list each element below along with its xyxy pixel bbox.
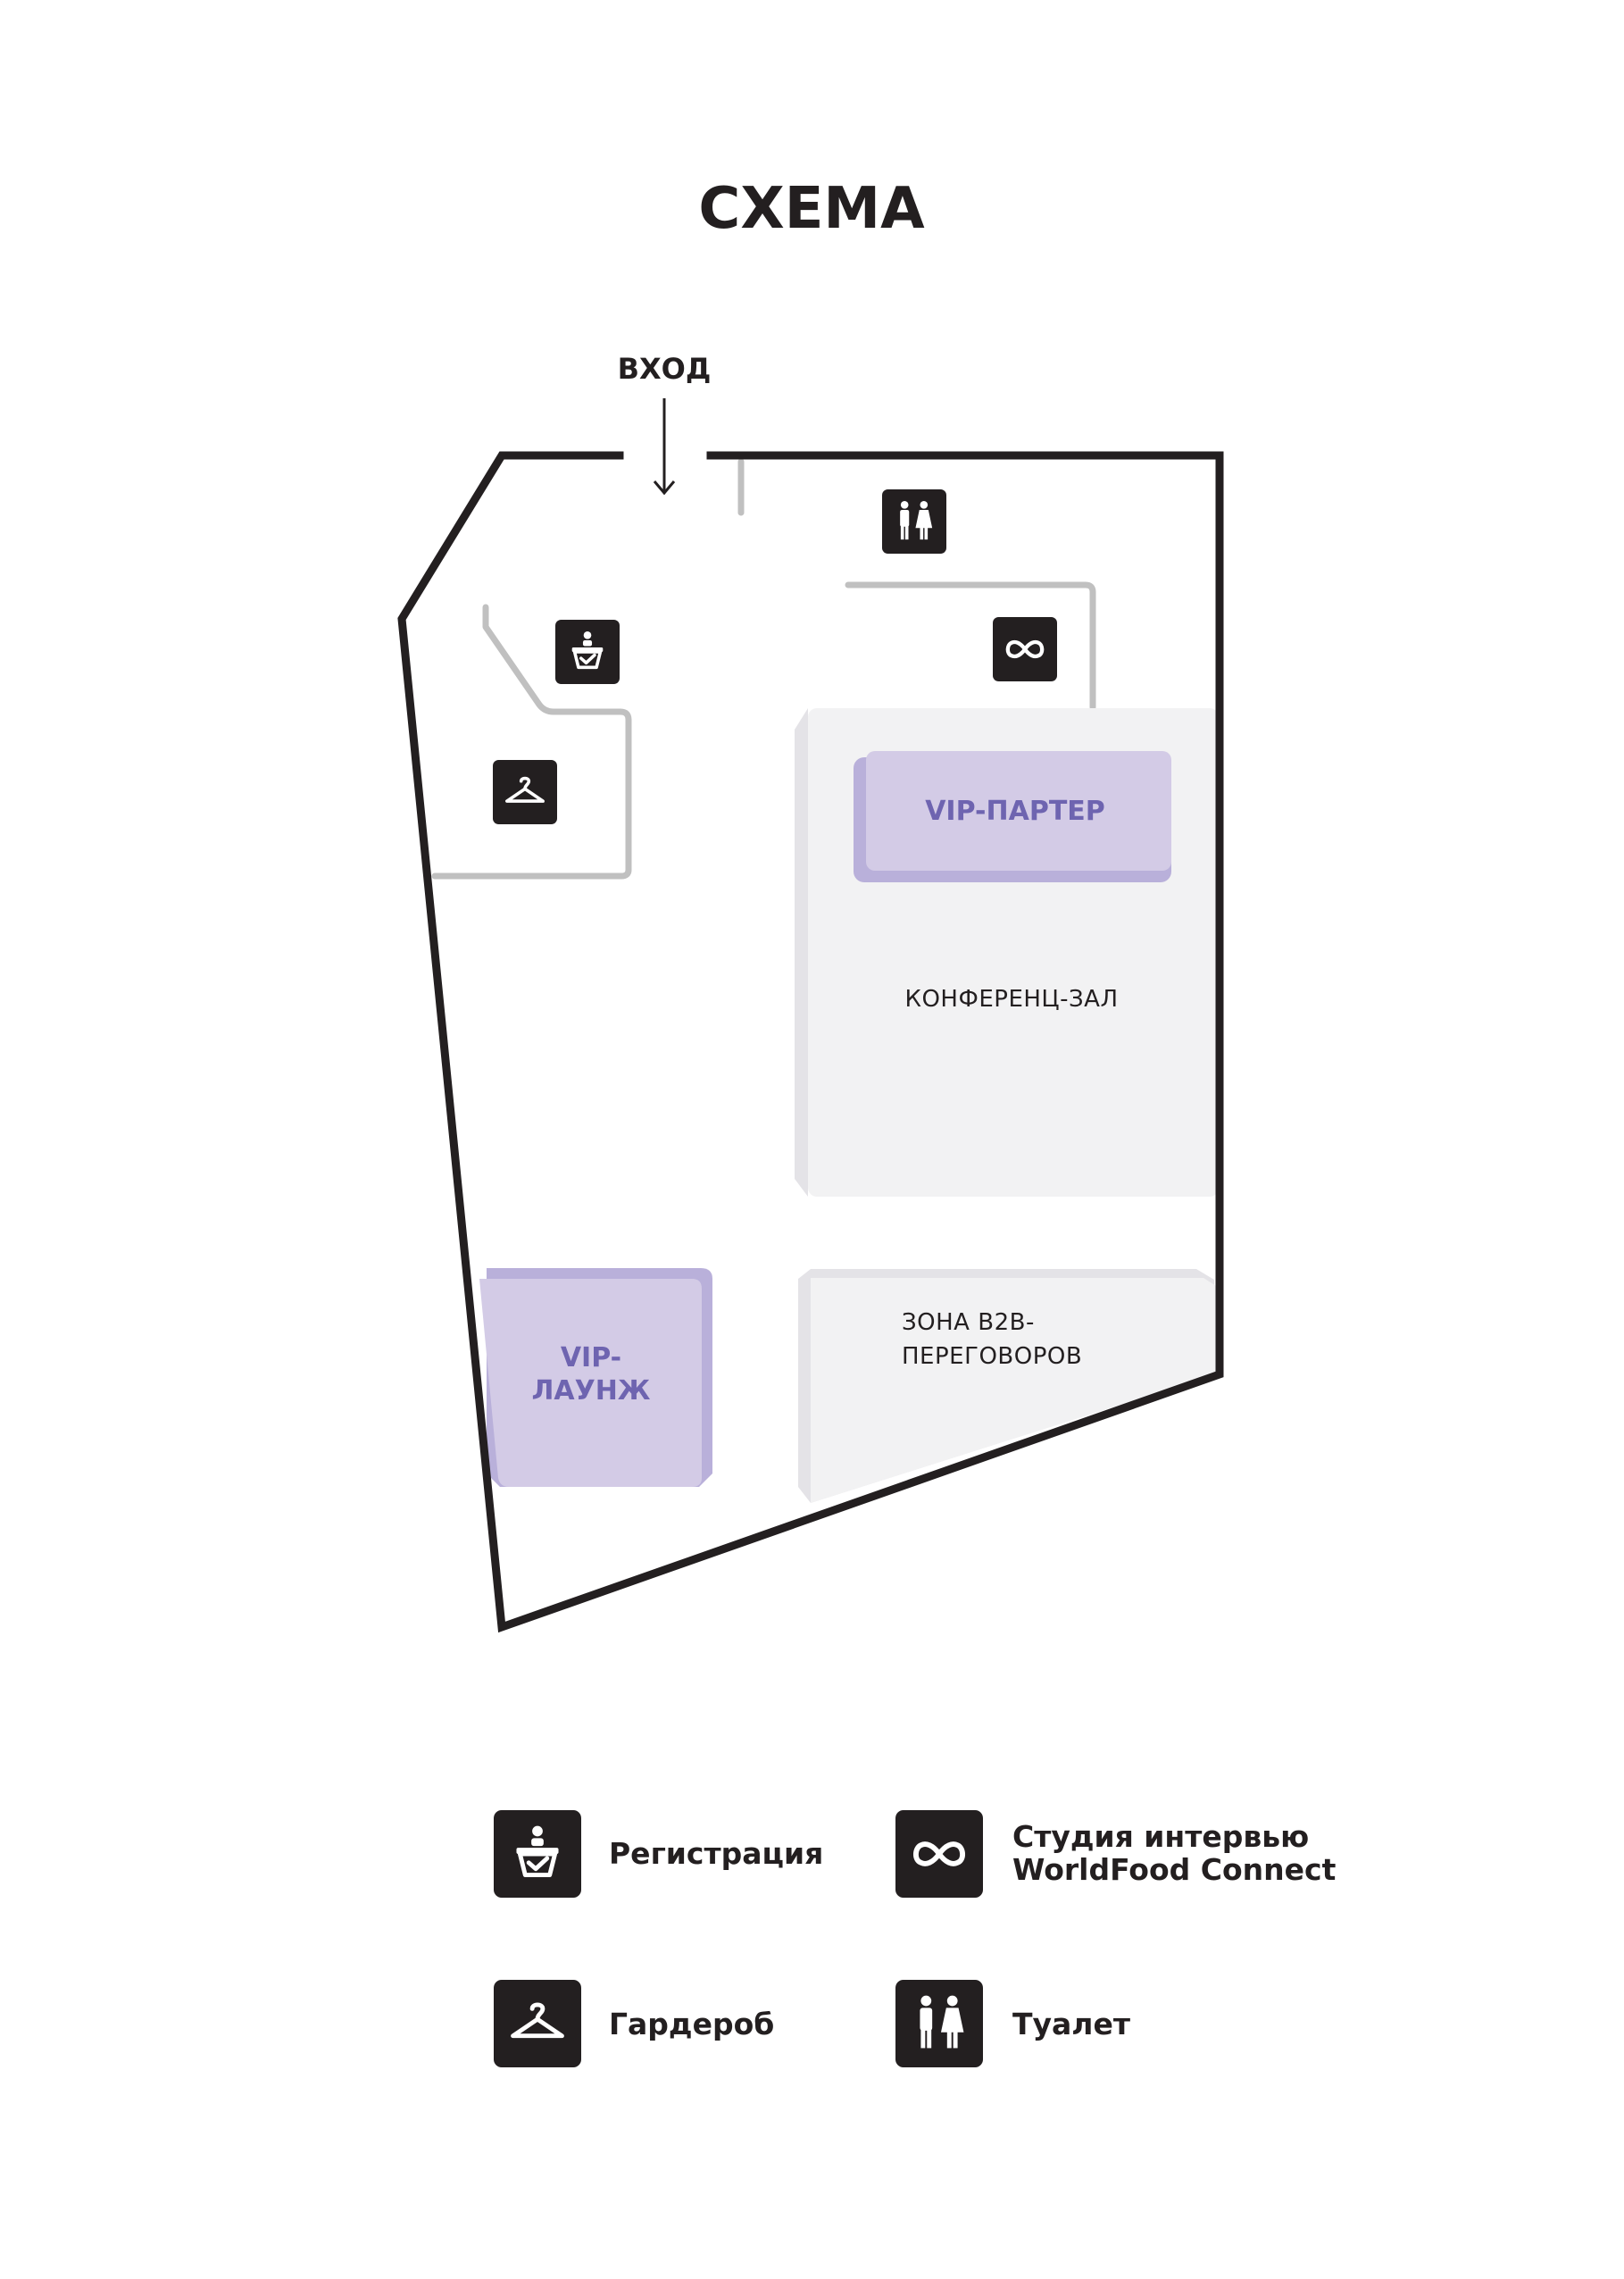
conference-hall-label: КОНФЕРЕНЦ-ЗАЛ	[904, 986, 1118, 1013]
partitions	[431, 458, 1096, 880]
legend-restroom-icon	[895, 1980, 983, 2067]
legend-registration-label: Регистрация	[609, 1836, 823, 1871]
vip-parter: VIP-ПАРТЕР	[854, 751, 1171, 882]
legend-item-registration: Регистрация	[494, 1810, 823, 1898]
b2b-zone-label-line1: ЗОНА B2B-	[902, 1309, 1035, 1336]
b2b-zone: ЗОНА B2B- ПЕРЕГОВОРОВ	[798, 1269, 1216, 1503]
legend-item-studio: Студия интервью WorldFood Connect	[895, 1810, 1337, 1898]
legend-registration-icon	[494, 1810, 581, 1898]
outer-walls	[397, 451, 1224, 1633]
legend-studio-label-line2: WorldFood Connect	[1012, 1852, 1337, 1887]
legend-wardrobe-label: Гардероб	[609, 2007, 774, 2041]
b2b-zone-label-line2: ПЕРЕГОВОРОВ	[902, 1343, 1082, 1370]
vip-lounge: VIP- ЛАУНЖ	[479, 1268, 712, 1487]
studio-partition	[845, 581, 1096, 711]
legend-studio-label-line1: Студия интервью	[1012, 1819, 1309, 1854]
legend: Регистрация Студия интервью WorldFood Co…	[494, 1810, 1337, 2067]
hanger-icon	[491, 758, 559, 826]
entrance-label: ВХОД	[618, 352, 712, 386]
wardrobe-partition	[431, 604, 632, 880]
legend-item-wardrobe: Гардероб	[494, 1980, 774, 2067]
entrance: ВХОД	[618, 352, 712, 496]
entrance-arrow-head	[653, 480, 676, 496]
legend-item-toilet: Туалет	[895, 1980, 1130, 2067]
vip-parter-label: VIP-ПАРТЕР	[925, 796, 1105, 827]
registration-desk-icon	[554, 618, 621, 686]
vip-lounge-label-line1: VIP-	[561, 1342, 621, 1373]
vip-lounge-label-line2: ЛАУНЖ	[531, 1375, 650, 1407]
legend-toilet-label: Туалет	[1012, 2007, 1130, 2041]
b2b-zone-floor	[811, 1278, 1216, 1503]
outer-wall	[397, 451, 1224, 1633]
legend-infinity-icon	[895, 1810, 983, 1898]
page-title: СХЕМА	[698, 176, 925, 242]
restroom-icon	[882, 489, 946, 554]
vip-lounge-floor	[479, 1279, 702, 1487]
infinity-icon	[993, 617, 1057, 681]
conference-hall-shadow	[795, 708, 808, 1197]
legend-hanger-icon	[494, 1980, 581, 2067]
vip-parter-floor	[866, 751, 1171, 871]
